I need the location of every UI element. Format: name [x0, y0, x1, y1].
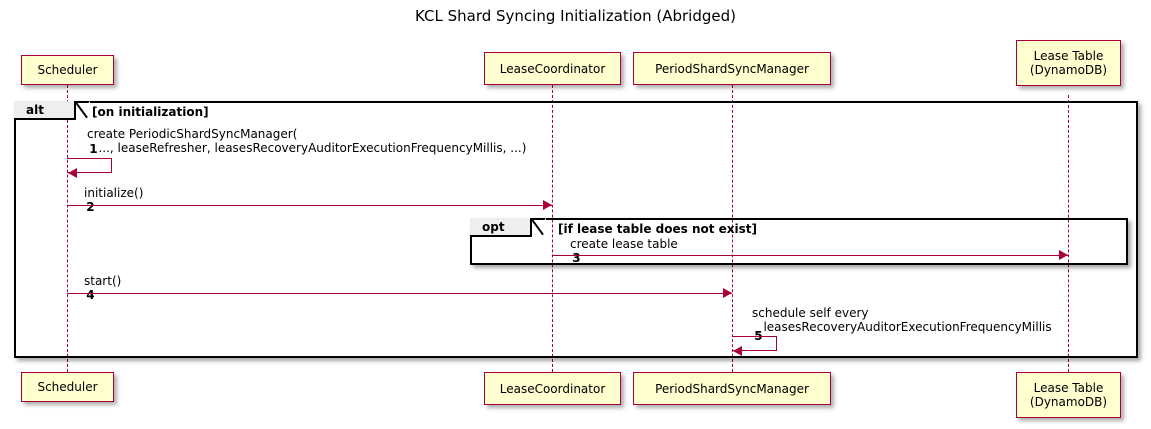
message-2-label: 2: [71, 186, 95, 228]
participant-label: PeriodShardSyncManager: [655, 61, 809, 76]
participant-label: LeaseCoordinator: [499, 61, 606, 76]
opt-fragment-condition: [if lease table does not exist]: [558, 222, 758, 236]
alt-fragment-label-corner: [76, 101, 90, 120]
message-5-arrowhead: [733, 346, 742, 356]
message-1-self-loop: [67, 158, 112, 173]
message-5-text-line1: schedule self every: [752, 306, 869, 320]
participant-label: LeaseCoordinator: [499, 381, 606, 396]
lifeline-scheduler: [67, 85, 68, 372]
participant-label: Scheduler: [37, 63, 98, 77]
message-3-text: create lease table: [570, 237, 678, 251]
message-1-label: 1: [74, 128, 98, 170]
participant-leasetable-top[interactable]: Lease Table (DynamoDB): [1016, 40, 1121, 86]
participant-leasecoordinator-bottom[interactable]: LeaseCoordinator: [484, 372, 621, 405]
opt-fragment-label: opt: [470, 218, 532, 237]
opt-fragment-frame: [470, 218, 1128, 265]
message-4-line: [67, 293, 732, 294]
message-3-arrowhead: [1059, 250, 1068, 260]
message-4-text: start(): [84, 274, 122, 288]
participant-leasecoordinator-top[interactable]: LeaseCoordinator: [484, 52, 621, 85]
message-2-number: 2: [86, 200, 95, 214]
participant-label: PeriodShardSyncManager: [655, 381, 809, 396]
participant-label: Lease Table (DynamoDB): [1029, 381, 1108, 409]
participant-label: Lease Table (DynamoDB): [1029, 49, 1108, 77]
participant-periodshardsyncmanager-bottom[interactable]: PeriodShardSyncManager: [633, 372, 831, 405]
message-5-self-loop: [732, 336, 777, 351]
participant-scheduler-top[interactable]: Scheduler: [21, 55, 114, 85]
message-2-line: [67, 205, 552, 206]
participant-leasetable-bottom[interactable]: Lease Table (DynamoDB): [1016, 372, 1121, 418]
message-2-text: initialize(): [84, 186, 144, 200]
participant-scheduler-bottom[interactable]: Scheduler: [21, 372, 114, 402]
diagram-title: KCL Shard Syncing Initialization (Abridg…: [415, 7, 736, 25]
message-3-line: [552, 255, 1068, 256]
message-4-label: 4: [71, 274, 95, 316]
participant-label: Scheduler: [37, 380, 98, 394]
lifeline-leasecoordinator: [552, 85, 553, 372]
alt-fragment-condition: [on initialization]: [92, 105, 209, 119]
message-3-label: 3: [557, 237, 581, 279]
alt-fragment-label: alt: [14, 101, 76, 120]
message-1-text-line2: ..., leaseRefresher, leasesRecoveryAudit…: [87, 141, 527, 155]
participant-periodshardsyncmanager-top[interactable]: PeriodShardSyncManager: [633, 52, 831, 85]
message-2-arrowhead: [543, 200, 552, 210]
opt-fragment-label-corner: [532, 218, 546, 237]
lifeline-periodshardsyncmanager: [732, 85, 733, 372]
message-1-number: 1: [89, 142, 98, 156]
message-1-text-line1: create PeriodicShardSyncManager(: [87, 127, 298, 141]
message-3-number: 3: [572, 251, 581, 265]
alt-fragment-kind: alt: [26, 103, 44, 117]
message-4-arrowhead: [723, 288, 732, 298]
opt-fragment-kind: opt: [482, 220, 505, 234]
message-1-arrowhead: [68, 168, 77, 178]
message-4-number: 4: [86, 288, 95, 302]
message-5-text-line2: leasesRecoveryAuditorExecutionFrequencyM…: [752, 320, 1052, 334]
alt-fragment-frame: [14, 101, 1138, 358]
lifeline-leasetable: [1068, 95, 1069, 372]
